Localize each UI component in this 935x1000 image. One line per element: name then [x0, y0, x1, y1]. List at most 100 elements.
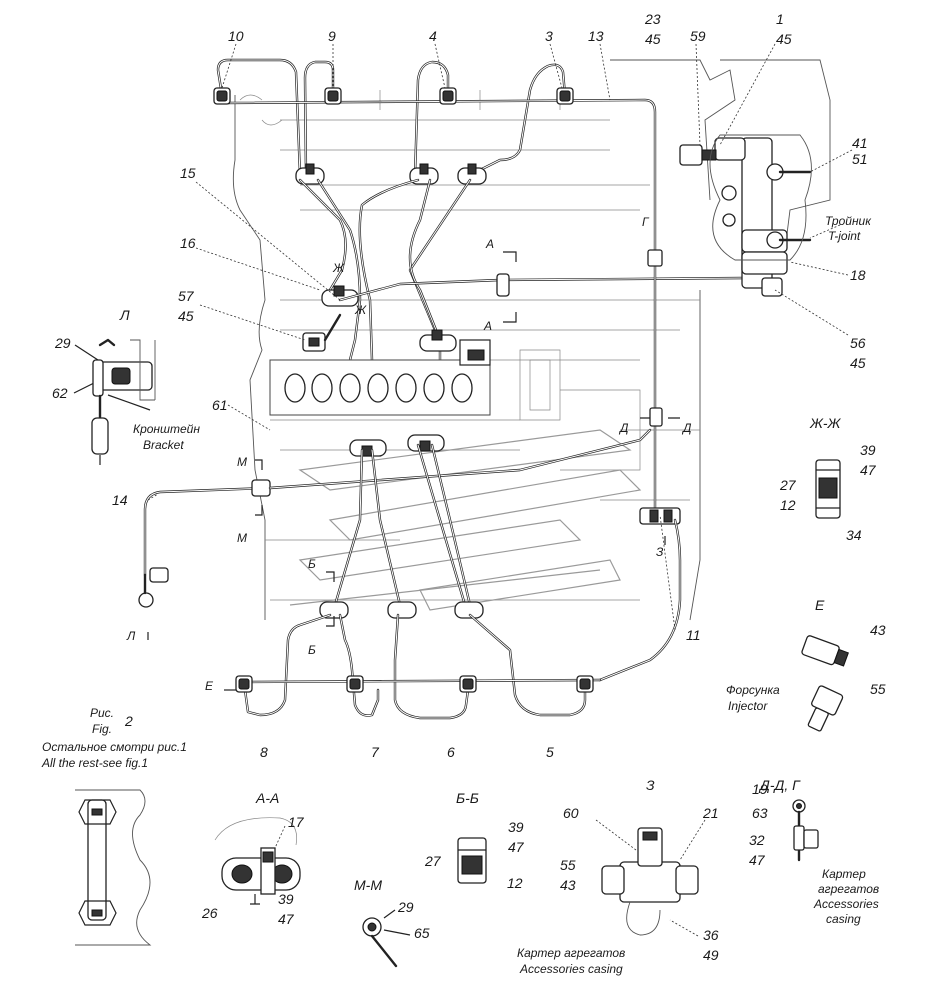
fig-ru: Рис. [90, 706, 114, 720]
callout: 47 [278, 911, 295, 927]
injector-label-ru: Форсунка [726, 683, 780, 697]
callout: 27 [424, 853, 442, 869]
pipe-clamp [387, 601, 417, 619]
callout: 47 [860, 462, 877, 478]
callout: 6 [447, 744, 455, 760]
view-l: Л 29 62 Кронштейн Bracket [52, 307, 200, 465]
injector-head-4 [556, 87, 574, 105]
lower-fuel-pipes [235, 443, 602, 720]
callout: 45 [776, 31, 792, 47]
fig-note-en: All the rest-see fig.1 [41, 756, 148, 770]
callout: 51 [852, 151, 868, 167]
callout: 59 [690, 28, 706, 44]
callout: 13 [588, 28, 604, 44]
callout: 4 [429, 28, 437, 44]
clamp-a [419, 329, 457, 352]
section-cuts [147, 251, 680, 691]
svg-text:Д: Д [681, 421, 692, 435]
tee-label-en: T-joint [828, 229, 861, 243]
view-a-a: А-А 17 26 39 47 [201, 790, 305, 927]
callout: 23 [644, 11, 661, 27]
callout: 47 [749, 852, 766, 868]
view-d-d-g: Д-Д, Г 19 63 32 47 Картер агрегатов Acce… [749, 777, 879, 926]
injector-label-en: Injector [728, 699, 768, 713]
view-title: Б-Б [456, 790, 479, 806]
callout: 47 [508, 839, 525, 855]
figure-caption: Рис. Fig. 2 Остальное смотри рис.1 All t… [41, 706, 187, 770]
bottom-left-bracket [75, 789, 152, 946]
callout: 60 [563, 805, 579, 821]
svg-text:агрегатов: агрегатов [818, 882, 879, 896]
view-title: А-А [255, 790, 279, 806]
callout: 9 [328, 28, 336, 44]
callout: 43 [870, 622, 886, 638]
view-zh-zh: Ж-Ж 39 47 27 12 34 [779, 415, 877, 543]
bracket-label-ru: Кронштейн [133, 422, 200, 436]
callout: 27 [779, 477, 797, 493]
callout: 45 [850, 355, 866, 371]
fitting-z [639, 507, 681, 525]
fig-note-ru: Остальное смотри рис.1 [42, 740, 187, 754]
clip-g [647, 249, 663, 267]
callout: 5 [546, 744, 554, 760]
leader-lines [147, 43, 853, 631]
svg-text:casing: casing [826, 912, 861, 926]
view-e: Е 43 55 Форсунка Injector [726, 597, 886, 732]
callout: 12 [507, 875, 523, 891]
svg-text:Л: Л [126, 629, 136, 643]
callout: 36 [703, 927, 719, 943]
svg-text:З: З [656, 545, 664, 559]
injector-head-5 [235, 675, 253, 693]
fig-en: Fig. [92, 722, 112, 736]
callout: 19 [752, 781, 768, 797]
injector-head-8 [576, 675, 594, 693]
injector-head-6 [346, 675, 364, 693]
casing-label-en: Accessories casing [519, 962, 623, 976]
callout: 34 [846, 527, 862, 543]
callout: 41 [852, 135, 868, 151]
callout: 65 [414, 925, 430, 941]
injector-head-2 [324, 87, 342, 105]
callout: 45 [178, 308, 194, 324]
callout: 39 [860, 442, 876, 458]
callout: 10 [228, 28, 244, 44]
callout: 61 [212, 397, 228, 413]
tee-label-ru: Тройник [825, 214, 872, 228]
svg-text:Accessories: Accessories [813, 897, 879, 911]
callout: 32 [749, 832, 765, 848]
injector-head-3 [439, 87, 457, 105]
callout: 16 [180, 235, 196, 251]
casing-label-ru: Картер агрегатов [517, 946, 625, 960]
svg-text:Ж: Ж [332, 261, 345, 275]
callout: 17 [288, 814, 305, 830]
callout: 12 [780, 497, 796, 513]
callout: 26 [201, 905, 218, 921]
callout: 57 [178, 288, 195, 304]
svg-text:Ж: Ж [354, 303, 367, 317]
injector-head-1 [213, 87, 231, 105]
svg-text:Б: Б [308, 557, 316, 571]
svg-text:Г: Г [642, 215, 650, 229]
callout: 62 [52, 385, 68, 401]
view-title: Ж-Ж [809, 415, 842, 431]
callout: 39 [278, 891, 294, 907]
svg-text:М: М [237, 455, 247, 469]
callout: 15 [180, 165, 196, 181]
bracket-label-en: Bracket [143, 438, 184, 452]
view-title: Л [119, 307, 130, 323]
callout: 29 [54, 335, 71, 351]
upper-callouts: 10 9 4 3 13 23 45 59 1 45 41 51 15 16 57… [112, 11, 868, 760]
injector-head-7 [459, 675, 477, 693]
svg-text:А: А [485, 237, 494, 251]
pipe-clamp [454, 601, 484, 619]
callout: 14 [112, 492, 128, 508]
pipe-clamp [319, 601, 349, 619]
callout: 1 [776, 11, 784, 27]
callout: 3 [545, 28, 553, 44]
view-z: З 60 21 55 43 36 49 Картер агрегатов Acc… [517, 777, 719, 976]
svg-text:М: М [237, 531, 247, 545]
callout: 8 [260, 744, 268, 760]
clamp-lower [407, 434, 445, 452]
callout: 56 [850, 335, 866, 351]
